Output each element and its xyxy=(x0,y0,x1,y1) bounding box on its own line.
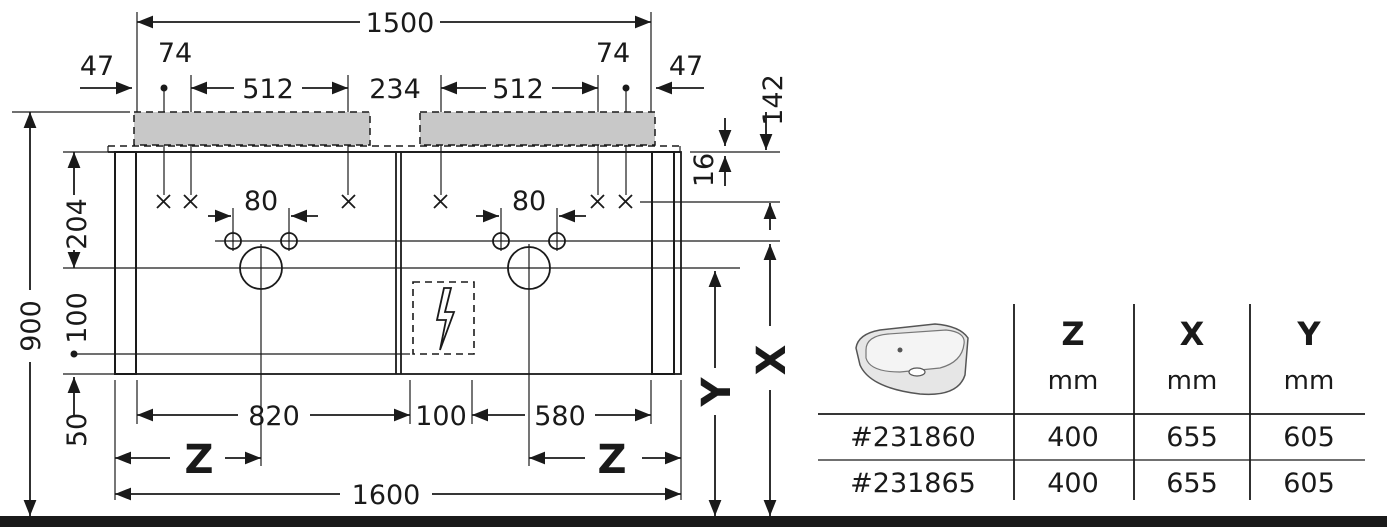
dim-1500: 1500 xyxy=(136,8,652,145)
row-z: 400 xyxy=(1047,422,1099,453)
dim-47-left-label: 47 xyxy=(80,51,114,82)
table-header-x: X xyxy=(1180,315,1205,353)
worktop-left xyxy=(133,111,371,146)
dim-100-vertical: 100 xyxy=(62,292,410,358)
dim-80-left-label: 80 xyxy=(244,186,278,217)
washbasin-icon xyxy=(855,323,969,396)
row-x: 655 xyxy=(1166,468,1218,499)
lightning-bolt-icon xyxy=(435,287,456,351)
table-header-y: Y xyxy=(1296,315,1321,353)
cabinet-side-right xyxy=(651,151,675,375)
table-unit-x: mm xyxy=(1167,366,1218,396)
floor-bar xyxy=(0,516,1387,527)
dim-100-horizontal-label: 100 xyxy=(415,401,467,432)
dim-820: 820 xyxy=(137,401,410,432)
table-row: #231865 400 655 605 xyxy=(850,468,1335,499)
worktop-right xyxy=(419,111,656,146)
dim-512-right: 512 xyxy=(440,74,599,195)
dim-204-label: 204 xyxy=(62,198,93,250)
dim-74-left-label: 74 xyxy=(158,38,192,69)
dim-142-label: 142 xyxy=(758,74,789,126)
dim-100-vertical-label: 100 xyxy=(62,292,93,344)
dim-47-left: 47 xyxy=(80,51,132,95)
cabinet-side-left xyxy=(114,151,137,375)
dim-142: 142 xyxy=(690,74,789,153)
dim-100-horizontal: 100 xyxy=(415,401,467,432)
dimension-table: Z X Y mm mm mm #231860 400 655 605 #2318… xyxy=(818,304,1365,500)
x-label: X xyxy=(749,344,795,375)
table-unit-z: mm xyxy=(1048,366,1099,396)
dim-820-label: 820 xyxy=(248,401,300,432)
dim-50: 50 xyxy=(62,373,115,447)
z-left-label: Z xyxy=(184,437,213,483)
row-id: #231865 xyxy=(850,468,976,499)
y-label: Y xyxy=(694,376,740,407)
dim-1500-label: 1500 xyxy=(366,8,435,39)
dim-80-right: 80 xyxy=(476,186,586,232)
dim-47-right: 47 xyxy=(656,51,704,95)
dim-80-left: 80 xyxy=(208,186,318,232)
dim-74-right: 74 xyxy=(596,38,630,195)
dim-900: 900 xyxy=(12,111,130,516)
row-y: 605 xyxy=(1283,468,1335,499)
dim-900-label: 900 xyxy=(16,300,47,352)
dim-1600-label: 1600 xyxy=(352,480,421,511)
dim-x: X xyxy=(749,203,795,516)
dim-z-right: Z xyxy=(529,437,681,483)
dim-512-right-label: 512 xyxy=(492,74,544,105)
electrical-box xyxy=(412,281,475,355)
dim-y: Y xyxy=(694,271,740,516)
taps-right xyxy=(492,231,566,251)
dim-47-right-label: 47 xyxy=(669,51,703,82)
dim-580-label: 580 xyxy=(534,401,586,432)
fixing-marks xyxy=(156,194,780,209)
dim-512-left: 512 xyxy=(190,74,349,195)
row-x: 655 xyxy=(1166,422,1218,453)
dim-512-left-label: 512 xyxy=(242,74,294,105)
dim-16-label: 16 xyxy=(689,153,720,187)
table-header-z: Z xyxy=(1061,315,1084,353)
table-unit-y: mm xyxy=(1284,366,1335,396)
dim-74-right-label: 74 xyxy=(596,38,630,69)
dim-50-label: 50 xyxy=(62,413,93,447)
dim-1600: 1600 xyxy=(114,480,681,511)
dim-204: 204 xyxy=(62,151,230,269)
row-y: 605 xyxy=(1283,422,1335,453)
dim-16: 16 xyxy=(689,153,732,187)
cabinet-body xyxy=(114,151,682,375)
table-row: #231860 400 655 605 xyxy=(850,422,1335,453)
row-id: #231860 xyxy=(850,422,976,453)
dim-234-label: 234 xyxy=(369,74,421,105)
dim-234: 234 xyxy=(369,74,421,105)
taps-left xyxy=(215,231,780,251)
dim-z-left: Z xyxy=(114,437,261,483)
dim-80-right-label: 80 xyxy=(512,186,546,217)
dim-580: 580 xyxy=(472,401,651,432)
z-right-label: Z xyxy=(597,437,626,483)
row-z: 400 xyxy=(1047,468,1099,499)
